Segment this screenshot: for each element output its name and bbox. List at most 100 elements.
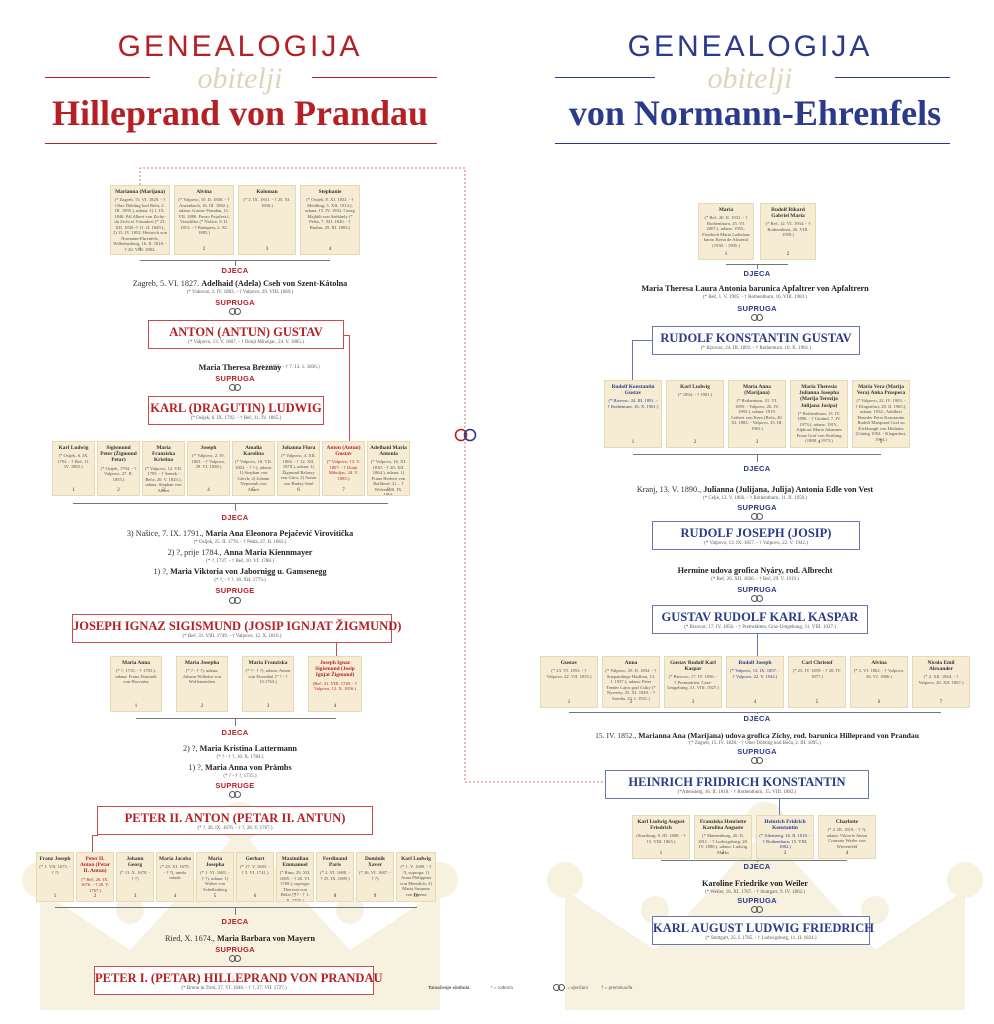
person-name: RUDOLF JOSEPH (JOSIP) [680,526,832,540]
child-number: 1 [53,893,57,899]
legend-married: = vjenčani [567,985,588,991]
child-name: Johanna Flora [281,445,316,451]
child-details: (* Valpovo, 10. II. 1830. - † Anzenbach,… [178,197,230,236]
spouse-line: 2) ?, Maria Kristina Lattermann [40,744,440,753]
rings-icon [750,595,764,603]
child-details: (* 26. VI. 1687. - † ?) [359,870,391,881]
rings-icon [750,757,764,765]
right-family-title: von Normann-Ehrenfels [568,93,942,133]
child-number: 5 [815,699,819,705]
child-card: Marianna (Marijana)(* Zagreb, 15. VI. 18… [110,185,170,255]
spouse-label: SUPRUGA [737,896,777,905]
child-name: Peter II. Anton (Petar II. Antun) [79,856,111,875]
child-details: (* Valpovo, 29. II. 1854. - † Stjepandin… [605,668,657,701]
child-number: 1 [567,699,571,705]
child-card-highlighted: Rudolf Joseph(* Valpovo, 13. IX. 1857. -… [726,656,784,708]
spouse-name: Maria Anna von Prämbs [204,763,292,772]
child-details: (* ? - † ?), udana: Anton von Eisenthal … [245,668,291,685]
child-details: (* 23. VI. 1853. - † Valpovo, 22. VII. 1… [546,668,592,679]
spouse-name: Maria Kristina Lattermann [199,744,297,753]
person-box-peter-ii: PETER II. ANTON (PETAR II. ANTUN)(* ?, 2… [97,806,373,835]
child-card: Dominik Xaver(* 26. VI. 1687. - † ?)9 [356,852,394,902]
spouse-line: 1) ?, Maria Anna von Prämbs [40,763,440,772]
child-card: Maria Franziska (* ? - † ?), udana: Anton… [242,656,294,712]
child-number: 6 [253,893,257,899]
spouse-line: Maria Theresa Laura Antonia barunica Apf… [555,284,955,293]
spouse-name: Maria Theresa Breznay [198,363,282,372]
person-dates: (* Osijek, 6. IX. 1792. - † Beč, 11. IV.… [190,416,282,421]
child-number: 5 [213,893,217,899]
child-details: (* Rothenthurn, 13. IV. 1896. - † Gmünd,… [796,410,842,444]
left-family-title: Hilleprand von Prandau [51,93,429,133]
bracket-line [757,712,758,714]
header-rule [45,143,437,144]
child-number: 5 [879,439,883,445]
child-details: (* Rinn, 29. XII. 1685. - † 26. VI. 1769… [279,870,311,902]
child-number: 1 [724,251,728,257]
bracket-line [55,907,417,908]
child-card: Ferdinand Paris(* 2. VI. 1688. - † 25. I… [316,852,354,902]
child-name: Gerhart [245,856,265,862]
child-name: Gustav Rudolf Karl Kaspar [670,660,716,673]
child-card: Gerhart(* 17. V. 1683. - † 5. VI. 1741.)… [236,852,274,902]
child-details: (* Valpovo, 2. IV. 1801. - † Valpovo, 29… [191,453,226,470]
child-name: Sigismund Peter (Žigmund Petar) [100,445,137,464]
child-card: Maria Josepha(* 1. VI. 1681. - † ?), uda… [196,852,234,902]
person-name: PETER I. (PETAR) HILLEPRAND VON PRANDAU [95,971,383,985]
child-number: 4 [817,439,821,445]
spouse-dates: (* Zagreb, 15. IV. 1828. - † Ober Döblin… [689,741,821,746]
person-dates: (* Brunn in Tirol, 27. VI. 1646. - † ?, … [181,986,287,991]
child-details: (* 1. V. 1689. - † ?), supruga: 1) Anna … [400,864,432,897]
spouse-dates: (* ? - † ?, 1735.) [223,774,257,779]
child-name: Joseph Ignaz Sigismund (Josip Ignjat Žig… [315,660,355,679]
children-label: DJECA [743,714,771,723]
child-card-highlighted: Peter II. Anton (Petar II. Antun)(* Beč,… [76,852,114,902]
child-number: 10 [413,893,419,899]
rings-icon [228,791,242,799]
child-card: Adelhaid Maria Antonia(* Valpovo, 16. XI… [367,441,410,496]
child-number: 3 [266,703,270,709]
child-card: Maria Josepha(* ? - † ?), udana: Johann … [176,656,228,712]
spouse-prefix: 3) Našice, 7. IX. 1791., [126,529,204,538]
child-details: (* Valpovo, 13. IX. 1857. - † Valpovo, 2… [730,668,780,679]
child-name: Maria Josepha [184,660,220,666]
child-details: (Strasburg, 9. III. 1808. - † 15. VIII. … [636,833,686,844]
child-name: Anton (Antun) Gustav [326,445,361,458]
spouse-label: SUPRUGA [215,374,255,383]
child-name: Rudolf Konstantin Gustav [611,384,655,397]
person-dates: (* ?, 26. IX. 1676. - † ?, 28. V. 1767.) [197,826,273,831]
child-details: (Beč, 31. VIII. 1749. - † Valpovo, 12. X… [312,680,358,692]
bracket-line [73,503,388,504]
person-box-rudolf-joseph: RUDOLF JOSEPH (JOSIP)(* Valpovo, 13. IX.… [652,521,860,550]
spouse-dates: (* Beč, 1. V. 1905. - † Rothenthurn, 16.… [702,295,808,300]
person-box-karl-ludwig: KARL (DRAGUTIN) LUDWIG(* Osijek, 6. IX. … [148,396,324,425]
child-number: 6 [877,699,881,705]
person-name: KARL (DRAGUTIN) LUDWIG [150,401,322,415]
child-number: 3 [755,439,759,445]
child-number: 2 [117,487,120,493]
spouse-prefix: 1) ?, [188,763,203,772]
child-card: Charlotte(* 2. III. 1819. - † ?), udana:… [818,815,876,859]
spouse-prefix: Kranj, 13. V. 1890., [636,485,702,494]
child-number: 6 [297,487,300,493]
spouse-name: Adelhaid (Adela) Cseh von Szent-Kátolna [201,279,348,288]
right-script-word: obitelji [707,62,793,95]
child-details: (* 4. XII. 1864. - † Valpovo, 20. XII. 1… [918,674,964,685]
child-details: (* Bizovac, 24. III. 1891. - † Rothentur… [607,398,659,409]
child-details: (* Altenstetg, 16. II. 1818. - † Rothent… [759,833,811,850]
spouse-name: Maria Barbara von Mayern [217,934,316,943]
spouse-dates: (* ?, 1737. - † Beč, 10. VI. 1788.) [206,559,274,564]
child-card: Maximilian Emmanuel(* Rinn, 29. XII. 168… [276,852,314,902]
child-name: Maria Franziska [248,660,288,666]
child-number: 1 [138,246,142,252]
spouse-label: SUPRUGA [737,503,777,512]
child-name: Alvina [196,189,212,195]
person-dates: (*Altenstetg, 16. II. 1818. - † Rothenth… [677,790,797,795]
spouse-line: 15. IV. 1852., Marianna Ana (Marijana) u… [540,731,974,740]
spouse-name: Julianna (Julijana, Julija) Antonia Edle… [703,485,874,494]
child-details: (* Valpovo, 16. XI. 1810. - † 20. XII. 1… [370,459,407,496]
rings-icon [228,384,242,392]
child-card: Sigismund Peter (Žigmund Petar)(* Osijek… [97,441,140,496]
child-number: 3 [783,850,787,856]
spouse-line: Karoline Friedrike von Weiler [555,879,955,888]
